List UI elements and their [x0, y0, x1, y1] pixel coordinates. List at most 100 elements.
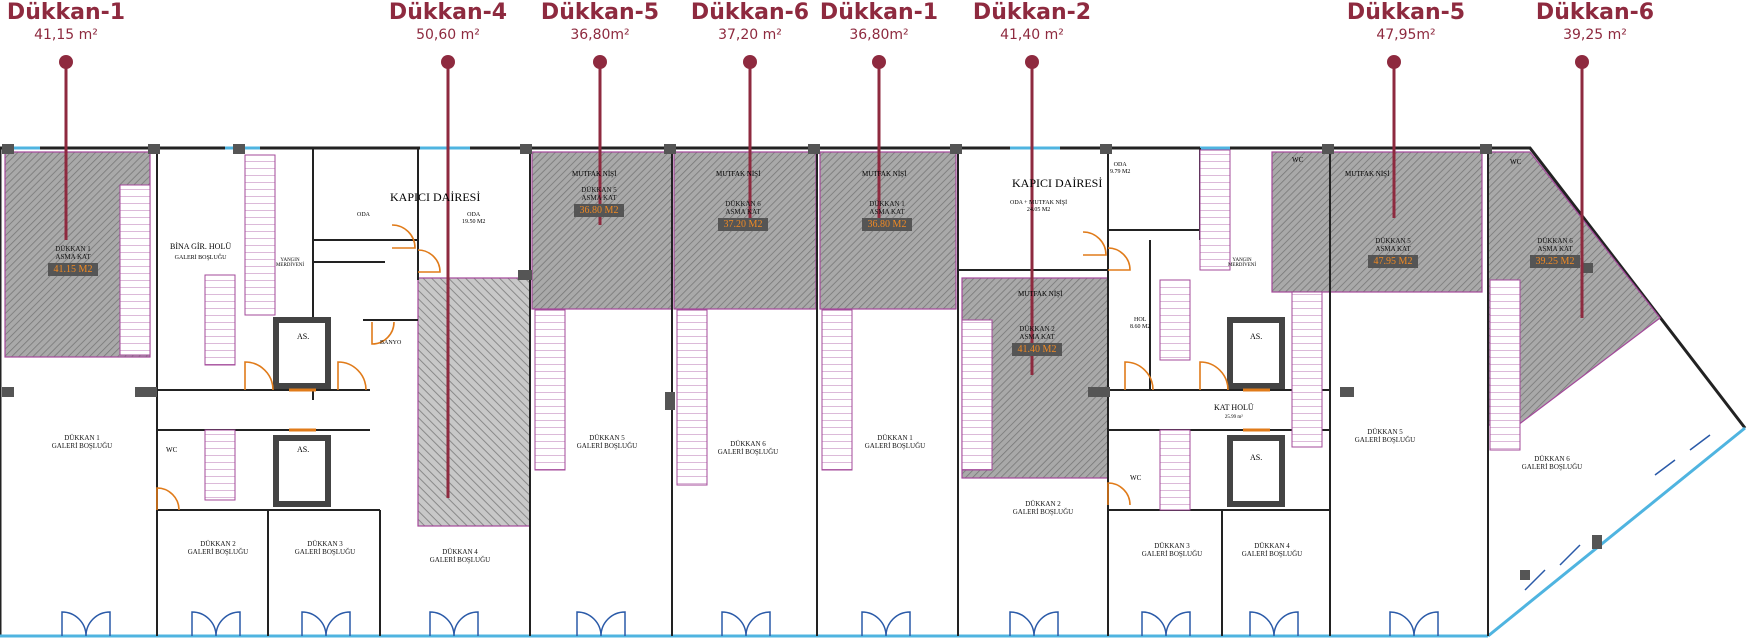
marker-area: 39,25 m² — [1563, 27, 1627, 43]
gallery-name: DÜKKAN 1 — [877, 434, 913, 442]
wc-label-1: WC — [166, 446, 178, 454]
marker-name: Dükkan-6 — [690, 0, 810, 25]
marker-name: Dükkan-5 — [540, 0, 660, 25]
marker-dot — [593, 55, 607, 69]
kat-holu-label: KAT HOLÜ 25.99 m² — [1214, 404, 1254, 422]
mezz-name: DÜKKAN 6 — [1537, 237, 1573, 245]
oda2-label: ODA 9.79 M2 — [1110, 162, 1130, 176]
gallery-name: DÜKKAN 4 — [1254, 542, 1290, 550]
gallery-name: DÜKKAN 3 — [307, 540, 343, 548]
mutfak-nisi-2: MUTFAK NİŞİ — [716, 170, 761, 178]
mezz-area-tag: 37.20 M2 — [717, 218, 769, 231]
marker-label-dukkan-5: Dükkan-5 36,80m² — [541, 0, 659, 44]
gallery-name: DÜKKAN 5 — [1367, 428, 1403, 436]
gallery-name: DÜKKAN 1 — [64, 434, 100, 442]
mezz-sub: ASMA KAT — [725, 208, 761, 216]
marker-label-dukkan-1: Dükkan-1 41,15 m² — [7, 0, 125, 44]
as-label-2: AS. — [297, 445, 310, 454]
yangin-label-1: YANGIN MERDİVENİ — [275, 258, 305, 268]
marker-label-dukkan-6: Dükkan-6 37,20 m² — [691, 0, 809, 44]
gallery-sub: GALERİ BOŞLUĞU — [576, 442, 638, 450]
mezz-name: DÜKKAN 5 — [581, 186, 617, 194]
mutfak-nisi-3: MUTFAK NİŞİ — [862, 170, 907, 178]
yangin-label-2: YANGIN MERDİVENİ — [1227, 258, 1257, 268]
doors — [156, 224, 1270, 511]
oda-area: 19.50 M2 — [462, 219, 486, 225]
gallery-sub: GALERİ BOŞLUĞU — [429, 556, 491, 564]
hol-label: HOL 8.60 M2 — [1130, 317, 1150, 331]
mezz-sub: ASMA KAT — [1537, 245, 1573, 253]
marker-label-dukkan-1b: Dükkan-1 36,80m² — [820, 0, 938, 44]
building-outline — [0, 146, 1747, 636]
gallery-sub: GALERİ BOŞLUĞU — [717, 448, 779, 456]
wc-label-3: WC — [1292, 156, 1304, 164]
marker-name: Dükkan-1 — [6, 0, 126, 25]
marker-area: 50,60 m² — [416, 27, 480, 43]
mezz-area-tag: 41.40 M2 — [1011, 343, 1063, 356]
marker-pins — [59, 55, 1589, 498]
marker-name: Dükkan-6 — [1535, 0, 1655, 25]
marker-label-dukkan-5b: Dükkan-5 47,95m² — [1347, 0, 1465, 44]
gallery-name: DÜKKAN 4 — [442, 548, 478, 556]
mezzanine-areas — [4, 151, 1661, 527]
mezz-area-tag: 39.25 M2 — [1529, 255, 1581, 268]
kat-holu-area: 25.99 m² — [1224, 415, 1243, 420]
gallery-name: DÜKKAN 2 — [200, 540, 236, 548]
gallery-sub: GALERİ BOŞLUĞU — [51, 442, 113, 450]
marker-area: 36,80m² — [570, 27, 630, 43]
gallery-sub: GALERİ BOŞLUĞU — [1141, 550, 1203, 558]
mezz-area-tag: 36.80 M2 — [573, 204, 625, 217]
oda2-name: ODA — [1113, 162, 1127, 168]
marker-label-dukkan-6b: Dükkan-6 39,25 m² — [1536, 0, 1654, 44]
wc-label-2: WC — [1130, 474, 1142, 482]
gallery-name: DÜKKAN 3 — [1154, 542, 1190, 550]
oda-label: ODA 19.50 M2 — [462, 212, 485, 226]
marker-label-dukkan-2: Dükkan-2 41,40 m² — [973, 0, 1091, 44]
mutfak-nisi-5: MUTFAK NİŞİ — [1345, 170, 1390, 178]
oda-mutfak-label: ODA + MUTFAK NİŞİ 24.05 M2 — [1010, 200, 1067, 214]
mezz-name: DÜKKAN 2 — [1019, 325, 1055, 333]
marker-dot — [1025, 55, 1039, 69]
mezz-sub: ASMA KAT — [869, 208, 905, 216]
marker-area: 41,15 m² — [34, 27, 98, 43]
columns — [2, 144, 1602, 580]
wc-label-4: WC — [1510, 158, 1522, 166]
marker-dot — [1575, 55, 1589, 69]
hol-area: 8.60 M2 — [1130, 324, 1151, 330]
mezz-area-tag: 41.15 M2 — [47, 263, 99, 276]
bina-giris-name: BİNA GİR. HOLÜ — [170, 242, 232, 251]
marker-name: Dükkan-4 — [388, 0, 508, 25]
marker-name: Dükkan-5 — [1346, 0, 1466, 25]
oda2-area: 9.79 M2 — [1110, 169, 1131, 175]
marker-label-dukkan-4: Dükkan-4 50,60 m² — [389, 0, 507, 44]
gallery-sub: GALERİ BOŞLUĞU — [294, 548, 356, 556]
mutfak-nisi-1: MUTFAK NİŞİ — [572, 170, 617, 178]
mezz-sub: ASMA KAT — [1019, 333, 1055, 341]
gallery-name: DÜKKAN 5 — [589, 434, 625, 442]
mezz-area-tag: 36.80 M2 — [861, 218, 913, 231]
stairs — [119, 149, 1521, 511]
mezz-area-tag: 47.95 M2 — [1367, 255, 1419, 268]
oda-mutfak-name: ODA + MUTFAK NİŞİ — [1010, 200, 1068, 206]
glass-facade — [0, 146, 1746, 638]
bina-giris-sub: GALERİ BOŞLUĞU — [174, 255, 227, 261]
marker-dot — [441, 55, 455, 69]
as-label-3: AS. — [1250, 332, 1263, 341]
kapici-dairesi-label-2: KAPICI DAİRESİ — [1012, 176, 1103, 190]
gallery-name: DÜKKAN 2 — [1025, 500, 1061, 508]
bina-giris-label: BİNA GİR. HOLÜ GALERİ BOŞLUĞU — [170, 242, 231, 263]
